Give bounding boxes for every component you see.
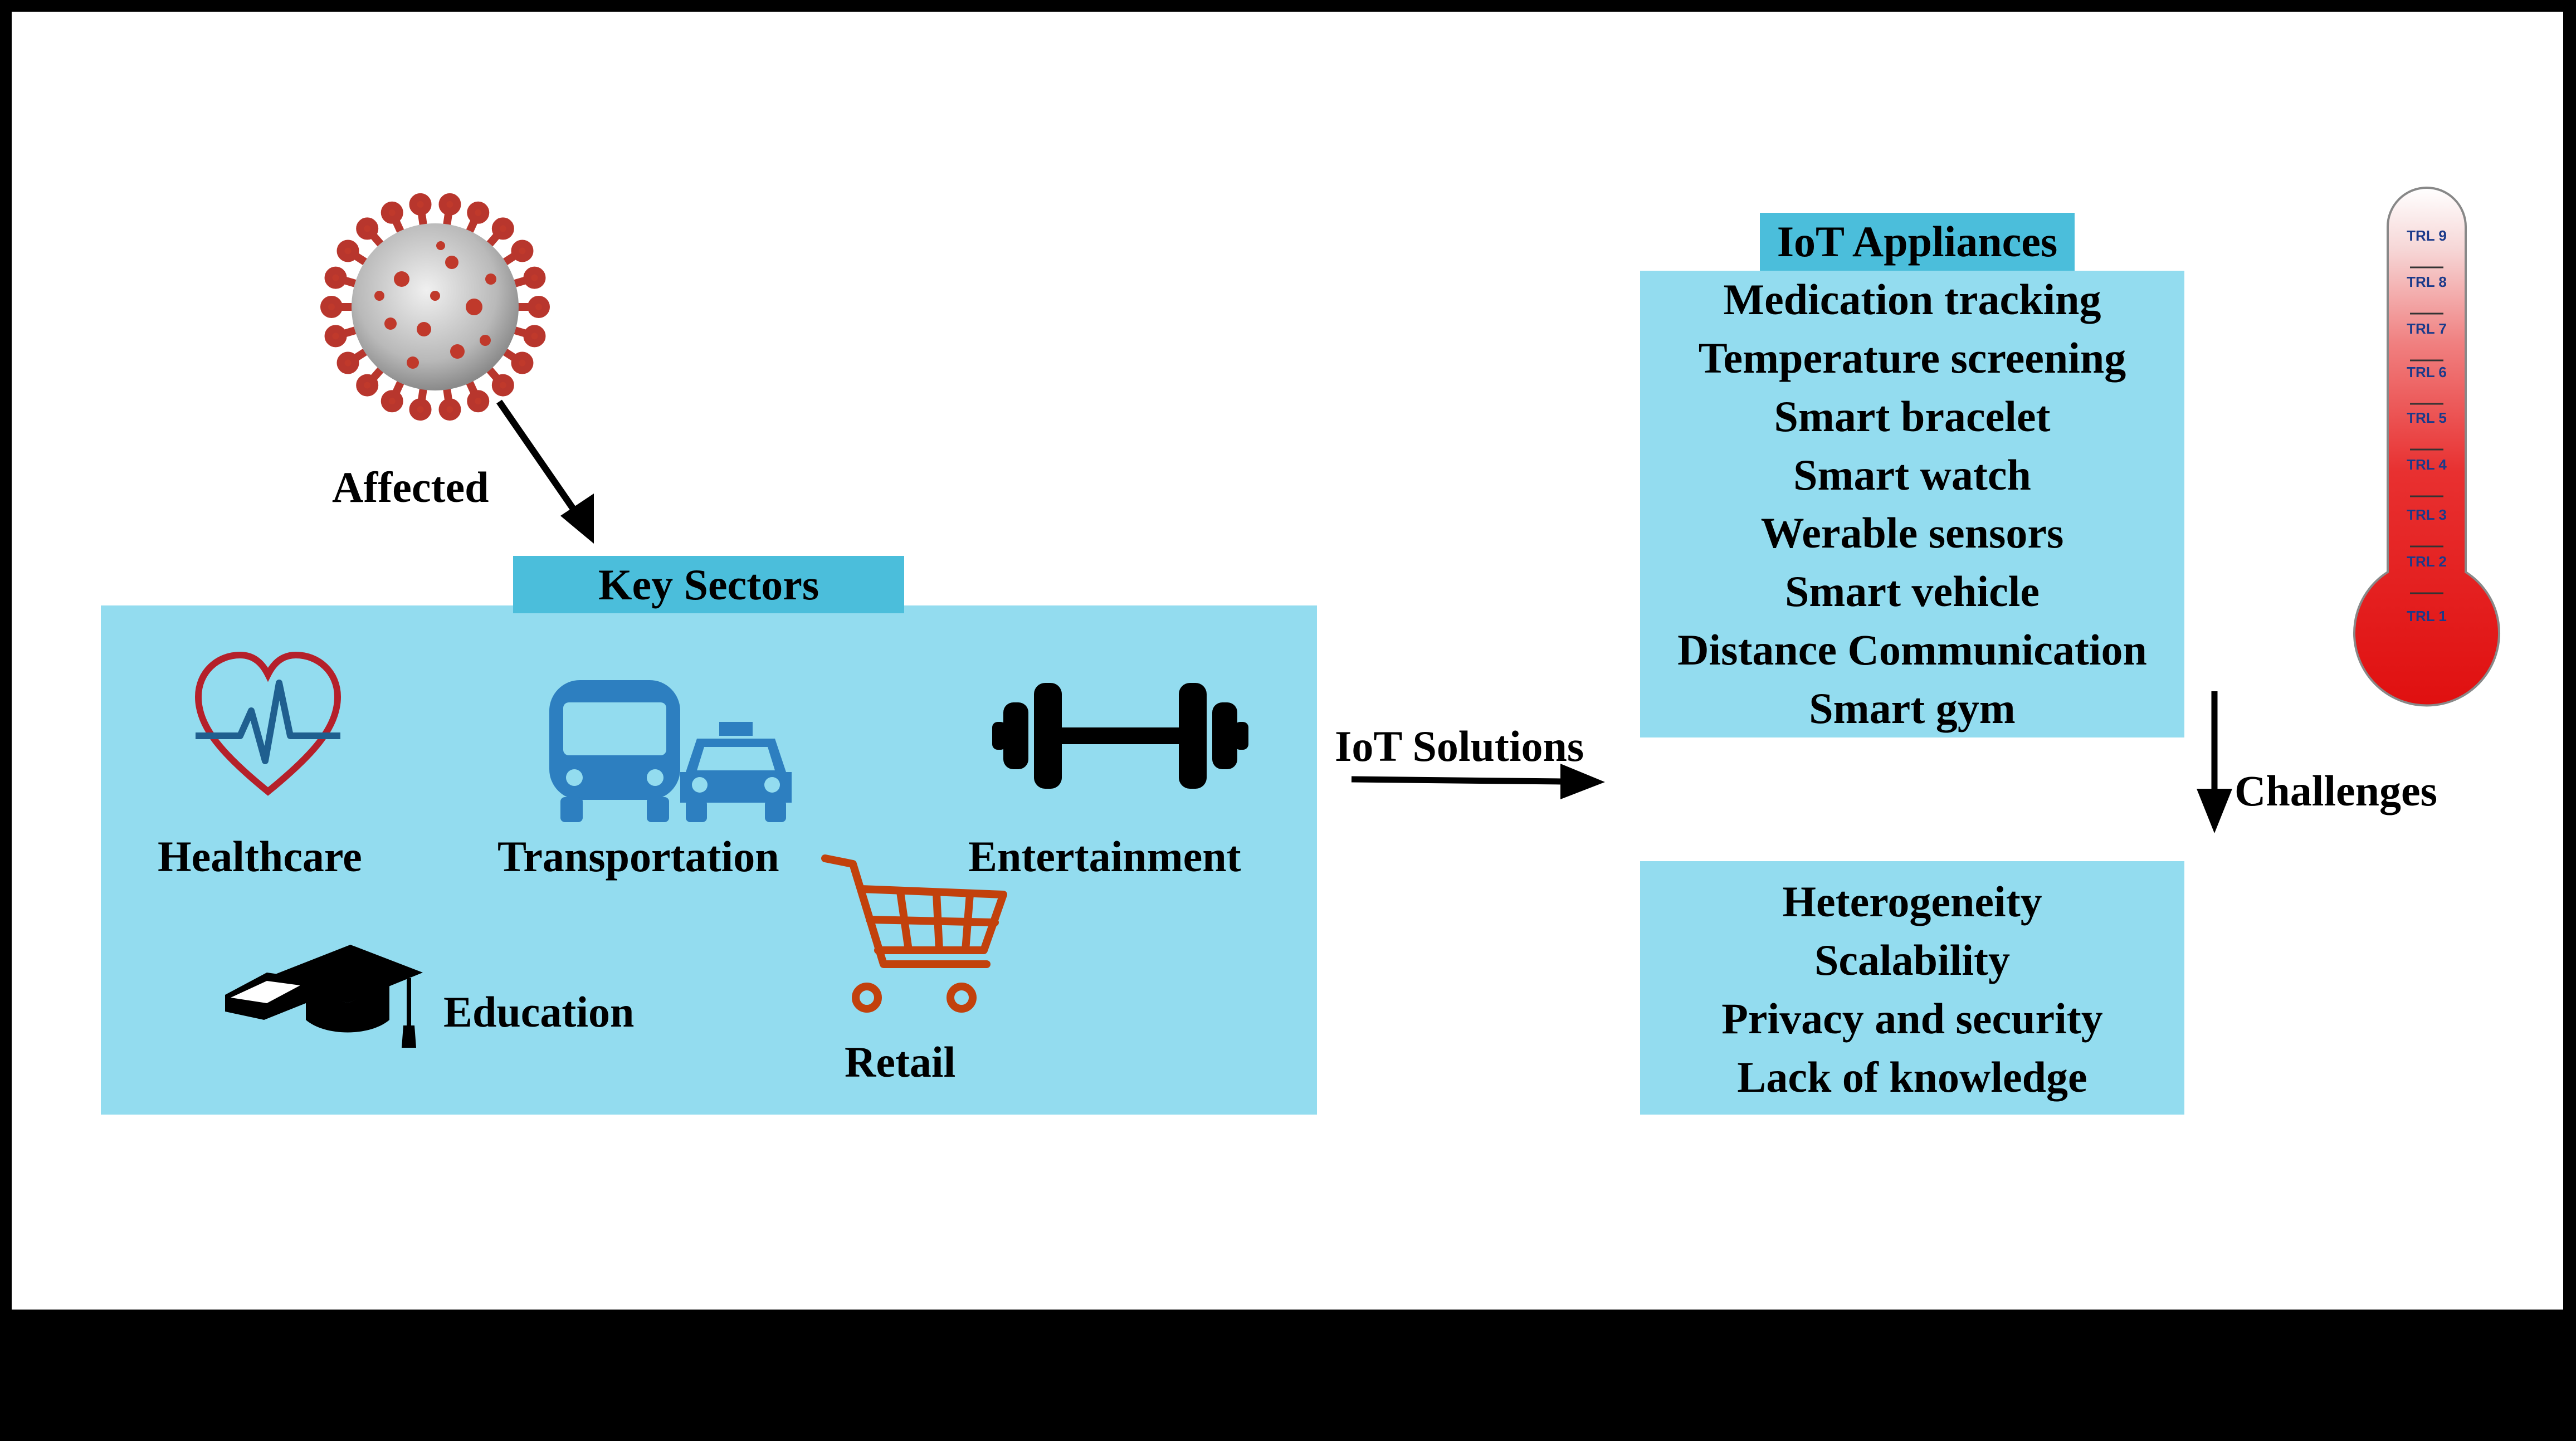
appliance-item: Temperature screening (1698, 334, 2126, 383)
virus-spike-tip (491, 217, 514, 240)
affected-arrow (496, 399, 594, 544)
virus-spike-tip (409, 193, 432, 216)
trl-level-label: TRL 8 (2407, 273, 2447, 290)
challenge-item: Scalability (1814, 935, 2011, 984)
virus-spike-tip (324, 266, 347, 289)
graduation-cap-icon (225, 945, 423, 1048)
virus-spike-tip (356, 217, 379, 240)
iot-solutions-label: IoT Solutions (1335, 722, 1584, 770)
iot-appliances-title: IoT Appliances (1760, 213, 2075, 271)
iot-appliances-box (1640, 271, 2184, 737)
virus-spike-tip (523, 325, 546, 348)
appliance-item: Smart gym (1809, 683, 2016, 732)
appliance-item: Smart vehicle (1784, 567, 2040, 616)
virus-spike-tip (336, 351, 359, 374)
appliance-item: Werable sensors (1760, 509, 2064, 558)
sector-entertainment-label: Entertainment (968, 832, 1241, 881)
trl-level-label: TRL 1 (2407, 608, 2447, 624)
challenges-label: Challenges (2235, 766, 2438, 815)
trl-level-label: TRL 2 (2407, 553, 2447, 570)
iot-solutions-arrow (1351, 764, 1605, 799)
heart-pulse-icon (194, 651, 341, 796)
virus-spike-tip (380, 201, 403, 224)
key-sectors-title: Key Sectors (513, 556, 904, 613)
virus-spike-tip (336, 240, 359, 262)
virus-spike-tip (324, 325, 347, 348)
trl-level-label: TRL 9 (2407, 227, 2447, 244)
challenge-item: Heterogeneity (1782, 877, 2042, 926)
virus-spike-tip (438, 193, 461, 216)
appliance-item: Distance Communication (1677, 625, 2147, 674)
dumbbell-icon (992, 683, 1248, 789)
challenge-item: Privacy and security (1721, 994, 2103, 1043)
trl-level-label: TRL 5 (2407, 409, 2447, 426)
challenges-list: Heterogeneity Scalability Privacy and se… (1640, 872, 2184, 1106)
virus-spike-tip (409, 398, 432, 421)
virus-spike-tip (438, 398, 461, 421)
diagram-canvas: Affected Key Sectors Healthcare Transpor… (12, 12, 2563, 1310)
appliance-item: Smart bracelet (1774, 392, 2051, 441)
trl-level-label: TRL 7 (2407, 320, 2447, 337)
virus-spike-tip (380, 390, 403, 413)
sector-healthcare-label: Healthcare (158, 832, 362, 881)
virus-spike-tip (491, 374, 514, 397)
virus-spike-tip (356, 374, 379, 397)
thermometer-icon: TRL 9 TRL 8 TRL 7 TRL 6 TRL 5 TRL 4 TRL 3 TRL 2… (2353, 187, 2500, 707)
trl-level-label: TRL 6 (2407, 364, 2447, 380)
virus-spike-tip (528, 296, 550, 318)
challenges-box (1640, 861, 2184, 1115)
virus-icon (320, 193, 550, 421)
trl-level-label: TRL 3 (2407, 506, 2447, 523)
virus-spike-tip (467, 201, 490, 224)
appliance-item: Smart watch (1793, 450, 2031, 499)
sector-retail-label: Retail (845, 1038, 956, 1086)
key-sectors-box (101, 605, 1317, 1115)
sector-education-label: Education (443, 988, 635, 1036)
challenge-item: Lack of knowledge (1737, 1052, 2087, 1101)
thermometer-levels: TRL 9 TRL 8 TRL 7 TRL 6 TRL 5 TRL 4 TRL 3 TRL 2… (2407, 227, 2447, 624)
challenges-arrow (2197, 691, 2232, 833)
affected-label: Affected (332, 463, 489, 511)
taxi-icon (680, 722, 792, 822)
virus-spike-tip (511, 240, 534, 262)
trl-level-label: TRL 4 (2407, 456, 2447, 473)
virus-spike-tip (320, 296, 343, 318)
virus-spike-tip (511, 351, 534, 374)
shopping-cart-icon (821, 854, 1007, 1013)
appliance-item: Medication tracking (1723, 275, 2101, 324)
virus-spike-tip (467, 390, 490, 413)
virus-spike-tip (523, 266, 546, 289)
iot-appliances-list: Medication tracking Temperature screenin… (1640, 271, 2184, 737)
bus-icon (549, 680, 680, 822)
sector-transportation-label: Transportation (497, 832, 779, 881)
